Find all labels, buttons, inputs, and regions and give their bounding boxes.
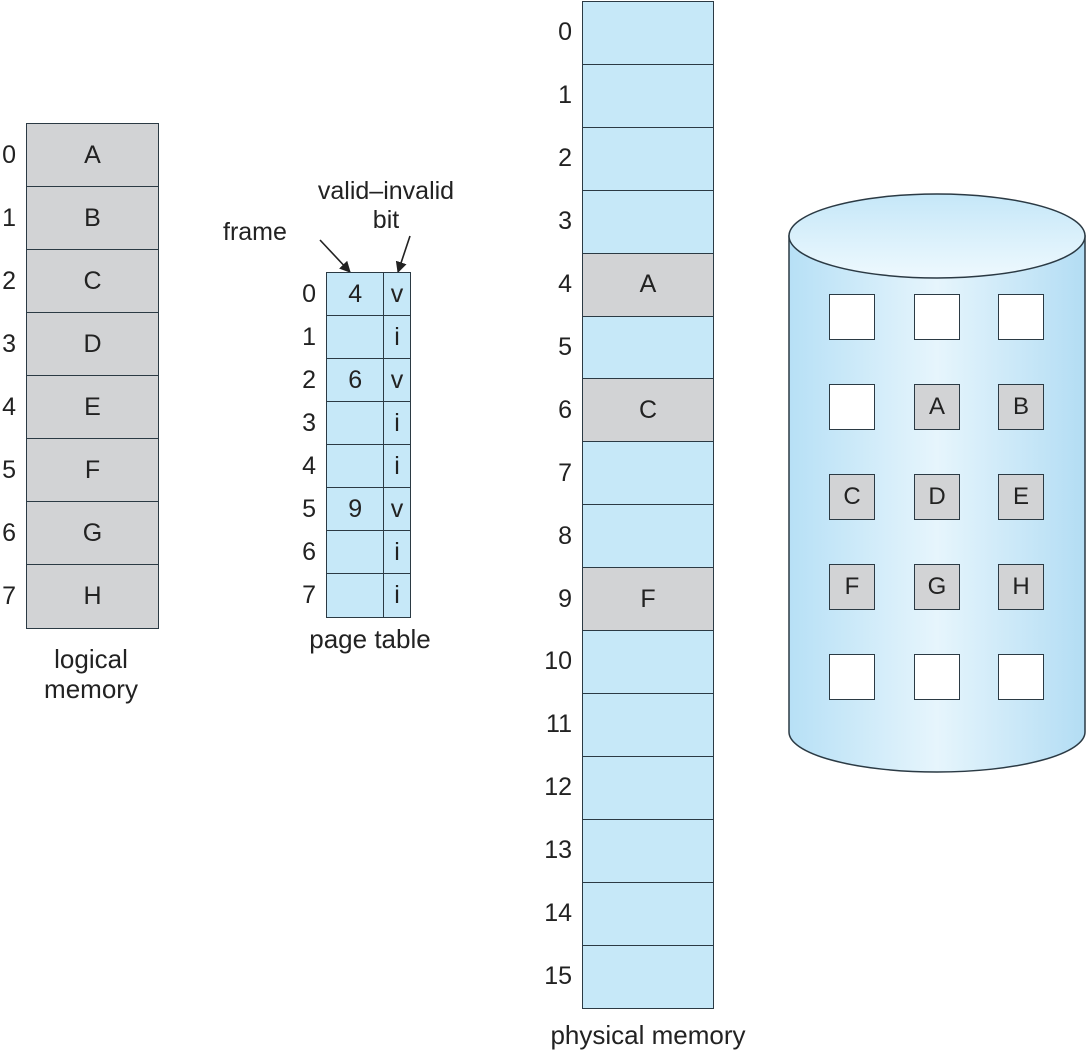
logical-page-index: 1 — [2, 203, 16, 232]
physical-frame — [582, 692, 714, 758]
page-table-index: 1 — [302, 322, 316, 351]
page-table-valid-bit-cell: i — [383, 530, 411, 575]
physical-frame — [582, 755, 714, 821]
page-table-index: 4 — [302, 451, 316, 480]
disk-empty-block — [914, 294, 960, 340]
physical-frame-index: 10 — [544, 647, 572, 676]
page-table-valid-bit-cell: v — [383, 487, 411, 532]
page-table-valid-bit-cell: v — [383, 272, 411, 317]
disk-empty-block — [914, 654, 960, 700]
logical-page: H — [26, 564, 159, 629]
physical-frame: C — [582, 378, 714, 443]
logical-page-index: 2 — [2, 266, 16, 295]
physical-memory-caption: physical memory — [550, 1020, 746, 1050]
page-table-valid-bit-cell: v — [383, 358, 411, 403]
physical-frame-index: 6 — [558, 395, 572, 424]
logical-page: F — [26, 438, 159, 503]
disk-page-block: G — [914, 564, 960, 610]
disk-page-block: B — [998, 384, 1044, 430]
physical-frame-index: 1 — [558, 81, 572, 110]
disk-page-block: D — [914, 474, 960, 520]
physical-frame — [582, 1, 714, 66]
physical-frame-index: 2 — [558, 144, 572, 173]
page-table-index: 2 — [302, 365, 316, 394]
page-table-valid-bit-cell: i — [383, 401, 411, 446]
frame-arrow — [319, 239, 351, 273]
logical-page-index: 6 — [2, 518, 16, 547]
logical-page: E — [26, 375, 159, 440]
logical-memory-caption-line-1: logical — [54, 644, 128, 674]
disk-page-block: F — [829, 564, 875, 610]
page-table-index: 0 — [302, 279, 316, 308]
page-table-index: 7 — [302, 580, 316, 609]
physical-frame — [582, 63, 714, 129]
physical-frame — [582, 441, 714, 506]
physical-frame-index: 5 — [558, 332, 572, 361]
page-table-index: 6 — [302, 537, 316, 566]
page-table-index: 3 — [302, 408, 316, 437]
logical-memory-caption: logical memory — [20, 644, 162, 704]
page-table-valid-bit-cell: i — [383, 573, 411, 618]
physical-frame-index: 15 — [544, 961, 572, 990]
logical-page-index: 5 — [2, 455, 16, 484]
page-table-valid-bit-cell: i — [383, 315, 411, 360]
logical-page: B — [26, 186, 159, 251]
page-table-frame-cell — [326, 401, 385, 446]
logical-page-index: 0 — [2, 140, 16, 169]
valid-invalid-label-line-1: valid–invalid — [317, 177, 455, 205]
logical-page: C — [26, 249, 159, 314]
physical-frame-index: 4 — [558, 270, 572, 299]
disk-page-block: E — [998, 474, 1044, 520]
page-table-valid-bit-cell: i — [383, 444, 411, 489]
physical-frame-index: 11 — [546, 710, 572, 739]
valid-invalid-bit-label: valid–invalid bit — [300, 177, 472, 235]
physical-frame — [582, 818, 714, 884]
valid-bit-arrow — [395, 235, 411, 274]
physical-frame-index: 8 — [558, 521, 572, 550]
disk-page-block: A — [914, 384, 960, 430]
frame-label: frame — [223, 218, 287, 246]
disk-page-block: C — [829, 474, 875, 520]
logical-page: G — [26, 501, 159, 566]
physical-frame: F — [582, 567, 714, 632]
physical-frame-index: 0 — [558, 18, 572, 47]
logical-page-index: 7 — [2, 581, 16, 610]
physical-frame-index: 9 — [558, 584, 572, 613]
page-table-caption: page table — [309, 624, 431, 654]
physical-frame — [582, 630, 714, 695]
physical-frame — [582, 315, 714, 380]
logical-page: D — [26, 312, 159, 377]
disk-empty-block — [998, 294, 1044, 340]
logical-page-index: 3 — [2, 329, 16, 358]
physical-frame-index: 14 — [544, 899, 572, 928]
disk-empty-block — [998, 654, 1044, 700]
physical-frame-index: 12 — [544, 773, 572, 802]
physical-frame — [582, 944, 714, 1009]
logical-page-index: 4 — [2, 392, 16, 421]
physical-frame-index: 3 — [558, 207, 572, 236]
disk-page-block: H — [998, 564, 1044, 610]
page-table-frame-cell — [326, 573, 385, 618]
disk-top — [788, 193, 1086, 279]
physical-frame — [582, 126, 714, 192]
physical-frame-index: 13 — [544, 836, 572, 865]
physical-frame — [582, 189, 714, 255]
logical-memory-caption-line-2: memory — [44, 674, 138, 704]
disk-empty-block — [829, 294, 875, 340]
page-table-index: 5 — [302, 494, 316, 523]
disk-empty-block — [829, 654, 875, 700]
physical-frame-index: 7 — [558, 458, 572, 487]
valid-invalid-label-line-2: bit — [372, 206, 400, 234]
disk-empty-block — [829, 384, 875, 430]
